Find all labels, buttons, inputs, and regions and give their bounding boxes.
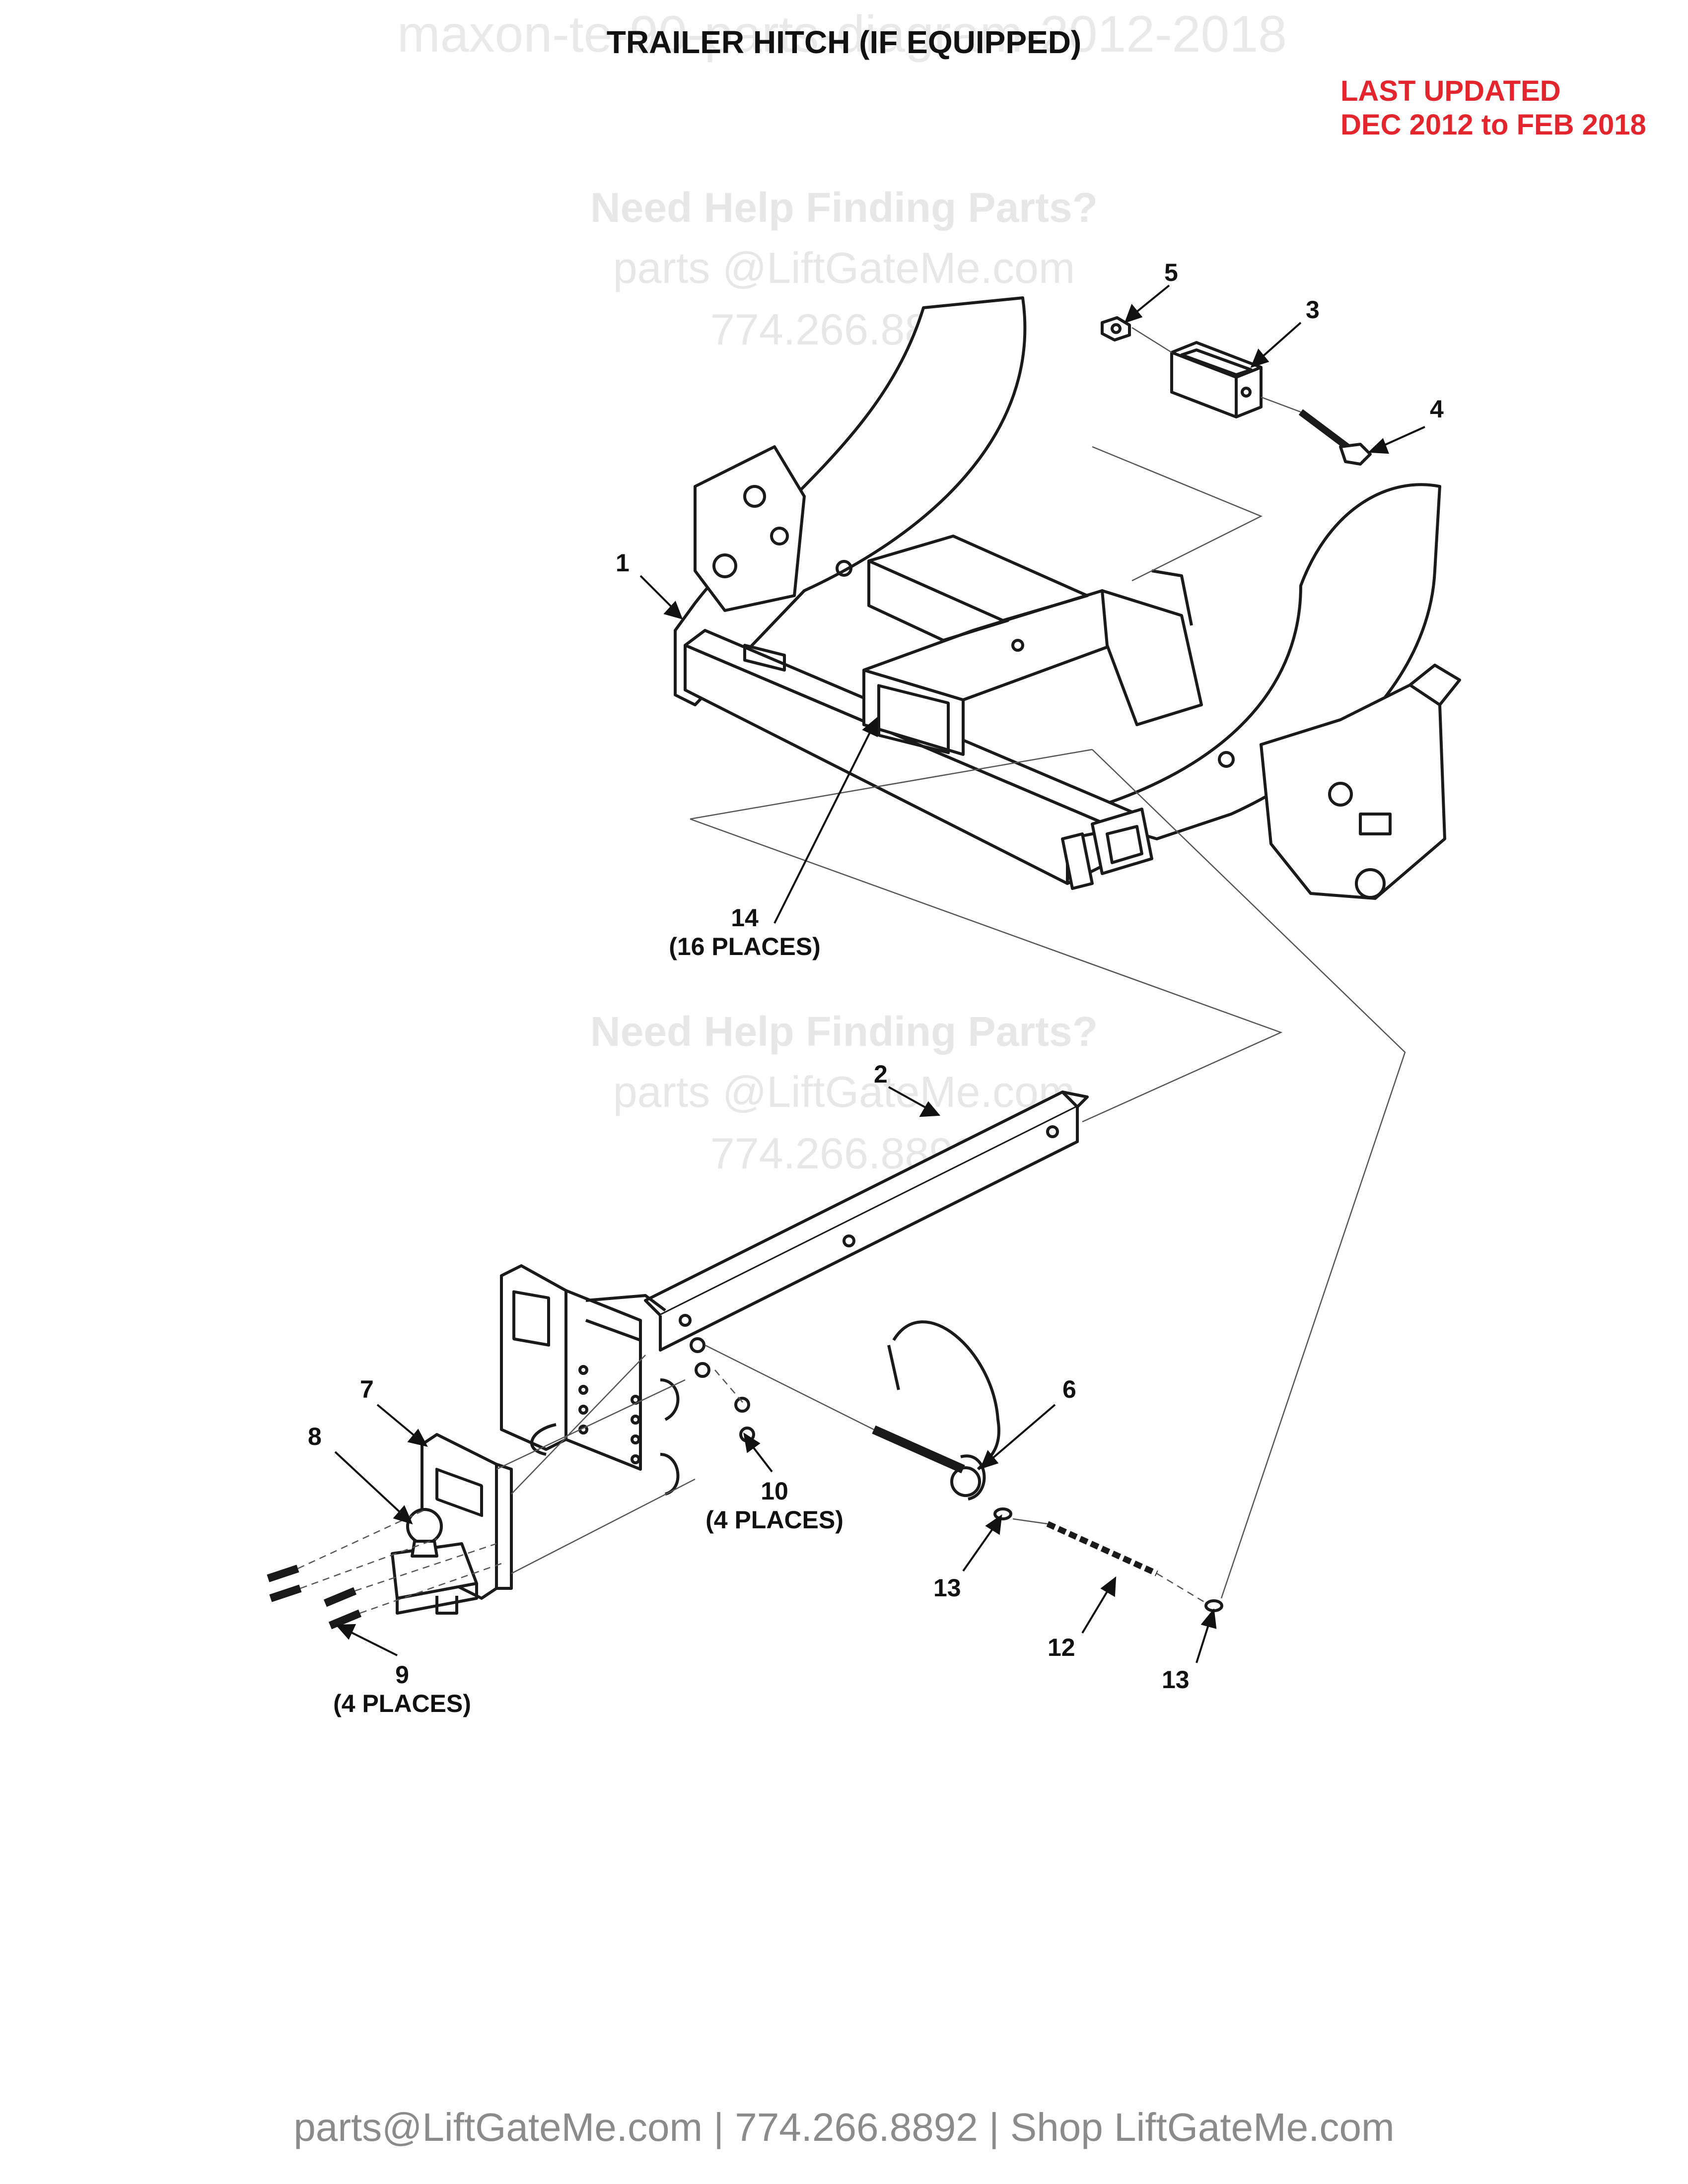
top-watermark: maxon-te-90-parts-diagram-2012-2018 — [397, 5, 1287, 63]
hex-nut — [1101, 316, 1131, 341]
callout-10-number: 10 — [761, 1477, 788, 1505]
hitch-pin — [872, 1320, 1000, 1501]
last-updated-line1: LAST UPDATED — [1340, 75, 1561, 107]
help-watermark-lower: Need Help Finding Parts? parts @LiftGate… — [0, 1008, 1688, 1179]
arrow-5 — [1124, 284, 1170, 324]
frame-assembly — [674, 296, 1461, 900]
arrow-10 — [743, 1432, 773, 1473]
lanyard-chain — [1046, 1521, 1158, 1576]
callout-8: 8 — [308, 1423, 322, 1450]
callout-9: 9 (4 PLACES) — [328, 1660, 477, 1718]
long-bolt — [1298, 409, 1372, 466]
last-updated-line2: DEC 2012 to FEB 2018 — [1340, 109, 1646, 141]
bolt-set — [267, 1565, 362, 1630]
callout-4: 4 — [1430, 395, 1444, 423]
arrow-1 — [639, 575, 683, 620]
callout-9-number: 9 — [395, 1661, 409, 1689]
callout-14-number: 14 — [731, 904, 759, 932]
help-heading: Need Help Finding Parts? — [590, 184, 1098, 231]
callout-2: 2 — [874, 1060, 888, 1088]
footer-contact: parts@LiftGateMe.com | 774.266.8892 | Sh… — [293, 2105, 1395, 2149]
arrow-3 — [1250, 322, 1302, 368]
help-email: parts @LiftGateMe.com — [613, 1067, 1075, 1116]
callout-10: 10 (4 PLACES) — [700, 1477, 849, 1534]
callout-7: 7 — [360, 1375, 374, 1403]
callout-14-note: (16 PLACES) — [669, 933, 821, 960]
arrow-13a — [962, 1514, 1002, 1572]
help-email: parts @LiftGateMe.com — [613, 243, 1075, 292]
last-updated-note: LAST UPDATED DEC 2012 to FEB 2018 — [1340, 74, 1646, 142]
arrow-8 — [334, 1451, 413, 1525]
callout-13b: 13 — [1162, 1666, 1190, 1694]
callout-10-note: (4 PLACES) — [705, 1506, 844, 1534]
arrow-14 — [774, 716, 878, 924]
callout-14: 14 (16 PLACES) — [660, 903, 829, 961]
hitch-ball — [406, 1508, 443, 1558]
help-heading: Need Help Finding Parts? — [590, 1008, 1098, 1055]
callout-12: 12 — [1048, 1634, 1075, 1661]
help-watermark-upper: Need Help Finding Parts? parts @LiftGate… — [0, 184, 1688, 355]
arrow-12 — [1081, 1576, 1117, 1634]
split-rings — [993, 1507, 1223, 1612]
arrow-9 — [335, 1624, 398, 1656]
callout-5: 5 — [1164, 259, 1178, 286]
arrow-4 — [1368, 426, 1425, 454]
arrow-13b — [1196, 1608, 1217, 1663]
callout-6: 6 — [1062, 1375, 1076, 1403]
arrow-7 — [376, 1404, 428, 1447]
callout-9-note: (4 PLACES) — [333, 1690, 471, 1717]
arrow-2 — [888, 1086, 941, 1117]
callout-3: 3 — [1306, 296, 1320, 324]
spacer-block — [1170, 341, 1263, 418]
callout-1: 1 — [616, 549, 630, 577]
arrow-6 — [980, 1404, 1056, 1470]
page-title: TRAILER HITCH (IF EQUIPPED) — [606, 24, 1082, 60]
callout-13a: 13 — [933, 1574, 961, 1602]
